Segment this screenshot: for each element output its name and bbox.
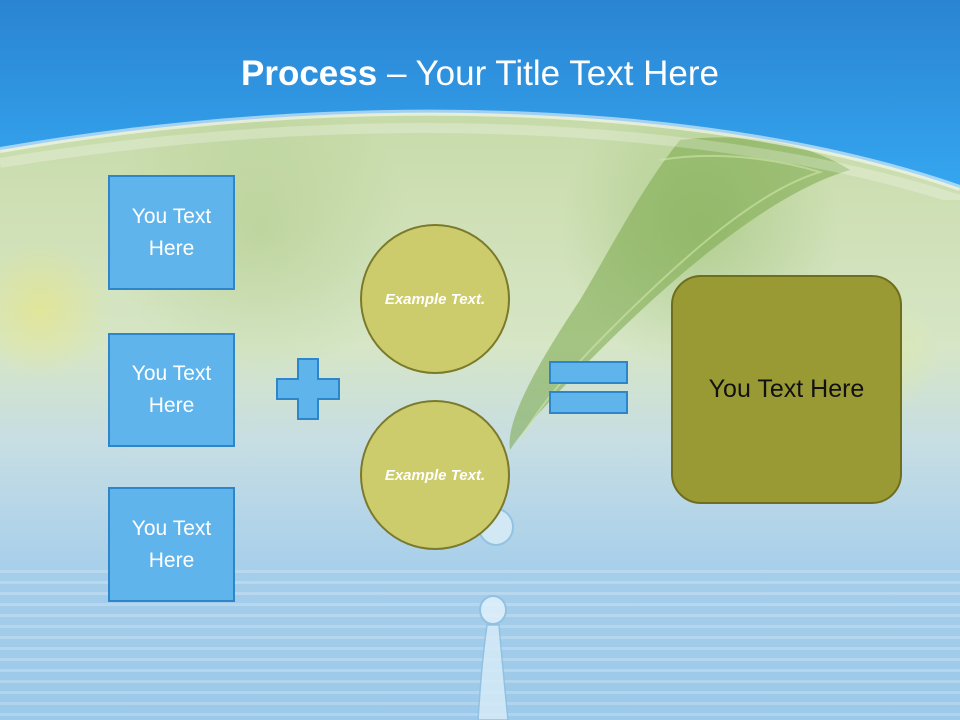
input-box-1: You Text Here (108, 175, 235, 290)
result-box: You Text Here (671, 275, 902, 504)
input-box-label: You Text Here (131, 204, 212, 260)
example-circle-label: Example Text. (384, 466, 486, 484)
result-label: You Text Here (708, 375, 865, 403)
title-rest: Your Title Text Here (415, 54, 720, 93)
plus-icon (276, 358, 340, 420)
example-circle-1: Example Text. (360, 224, 510, 374)
equals-icon (549, 361, 628, 414)
example-circle-label: Example Text. (384, 290, 486, 308)
input-box-2: You Text Here (108, 333, 235, 447)
example-circle-2: Example Text. (360, 400, 510, 550)
header-banner (0, 0, 960, 200)
input-box-3: You Text Here (108, 487, 235, 602)
slide-title: Process – Your Title Text Here (0, 52, 960, 96)
input-box-label: You Text Here (131, 362, 212, 417)
input-box-label: You Text Here (131, 516, 212, 572)
title-separator: – (377, 54, 416, 93)
title-bold: Process (241, 54, 378, 93)
